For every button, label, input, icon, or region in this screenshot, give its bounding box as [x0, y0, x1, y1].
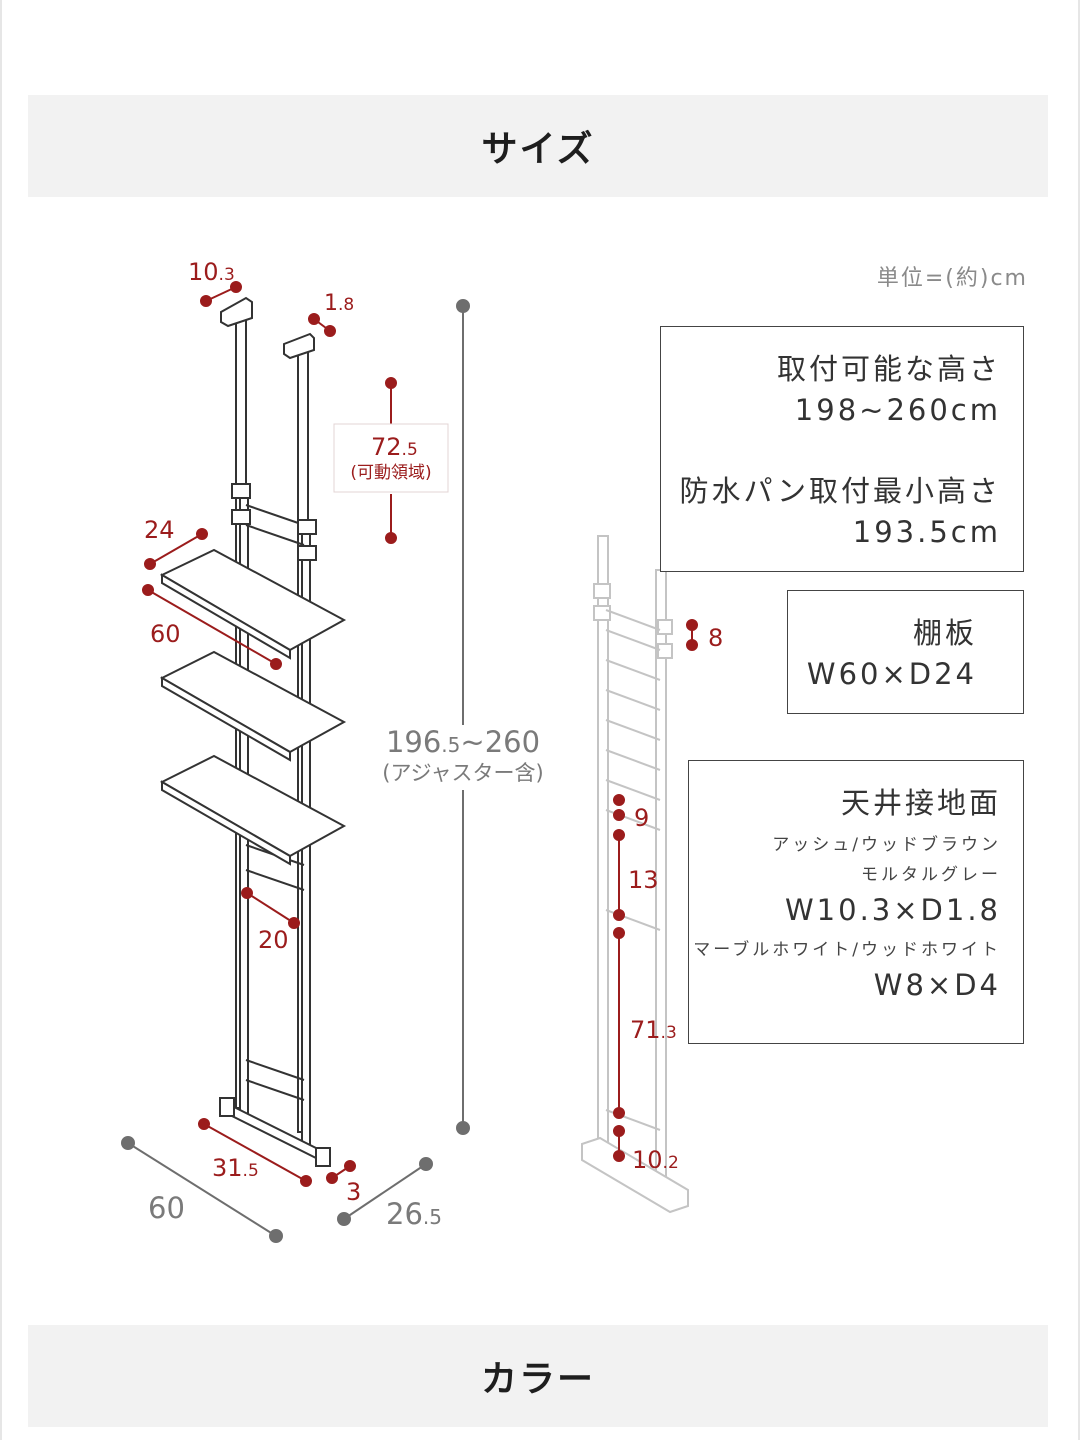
dim-base-depth-sub: .5 — [423, 1205, 442, 1229]
top-cap-left — [220, 296, 253, 328]
color-section-title: カラー — [480, 1359, 595, 1400]
ceiling-value-2: W8×D4 — [873, 968, 1001, 1002]
page-right-edge — [1078, 0, 1080, 1440]
dim-rung-4: 10 — [632, 1146, 663, 1174]
page-left-edge — [0, 0, 2, 1440]
ceiling-contact-label: 天井接地面 — [840, 786, 1001, 820]
dim-shelf-width: 60 — [150, 620, 181, 648]
unit-note: 単位=(約)cm — [876, 266, 1028, 291]
shelf-size-box: 棚板 W60×D24 — [787, 590, 1024, 714]
dim-rung-4-sub: .2 — [663, 1153, 679, 1173]
ceiling-variant-2: マーブルホワイト/ウッドホワイト — [693, 940, 1001, 960]
dim-rung-2: 13 — [628, 866, 659, 894]
dim-base-inner-sub: .5 — [243, 1161, 259, 1181]
ceiling-variant-1: アッシュ/ウッドブラウン — [772, 835, 1001, 855]
dim-total-height-sub: .5 — [441, 733, 460, 757]
rack-illustration-right — [581, 535, 689, 1214]
svg-text:72.5: 72.5 — [371, 433, 418, 461]
installable-height-box: 取付可能な高さ 198~260cm 防水パン取付最小高さ 193.5cm — [660, 326, 1024, 572]
dim-total-height: 196 — [386, 725, 441, 759]
svg-text:196.5~260: 196.5~260 — [386, 725, 540, 759]
dim-hook-gap: 8 — [708, 624, 723, 652]
ceiling-value-1: W10.3×D1.8 — [785, 893, 1001, 927]
installable-height-value: 198~260cm — [794, 393, 1001, 427]
dim-rung-3: 71 — [630, 1016, 661, 1044]
top-cap-right — [283, 332, 315, 360]
color-section-header: カラー — [28, 1325, 1048, 1427]
svg-text:31.5: 31.5 — [212, 1154, 259, 1182]
min-height-value: 193.5cm — [852, 515, 1001, 549]
dim-base-width: 60 — [148, 1191, 185, 1225]
dim-rung-3-sub: .3 — [661, 1023, 677, 1043]
dim-top-depth: 1 — [324, 291, 338, 316]
shelf-size-label: 棚板 — [912, 616, 977, 650]
dim-top-depth-sub: .8 — [338, 295, 354, 315]
dim-rail-gap: 20 — [258, 926, 289, 954]
size-section-header: サイズ — [28, 95, 1048, 197]
adjust-range-box — [333, 423, 449, 493]
dim-total-height-note: (アジャスター含) — [382, 761, 544, 785]
size-section-title: サイズ — [481, 129, 595, 170]
svg-text:10.2: 10.2 — [632, 1146, 679, 1174]
rack-illustration-left — [159, 296, 347, 1167]
dim-top-width: 10 — [188, 258, 219, 286]
installable-height-label: 取付可能な高さ — [776, 352, 1001, 386]
dim-adjust-sub: .5 — [402, 440, 418, 460]
dim-foot: 3 — [346, 1178, 361, 1206]
ceiling-contact-box: 天井接地面 アッシュ/ウッドブラウン モルタルグレー W10.3×D1.8 マー… — [688, 760, 1024, 1044]
dim-top-width-sub: .3 — [219, 265, 235, 285]
dim-total-height-rest: ~260 — [460, 725, 540, 759]
min-height-label: 防水パン取付最小高さ — [679, 474, 1001, 508]
dim-base-inner: 31 — [212, 1154, 243, 1182]
shelf-size-value: W60×D24 — [806, 657, 977, 691]
dim-adjust: 72 — [371, 433, 402, 461]
svg-text:71.3: 71.3 — [630, 1016, 677, 1044]
ceiling-variant-1b: モルタルグレー — [861, 865, 1001, 885]
svg-text:10.3: 10.3 — [188, 258, 235, 286]
dim-shelf-depth: 24 — [144, 516, 175, 544]
dim-base-depth: 26 — [386, 1197, 423, 1231]
dim-rung-1: 9 — [634, 804, 649, 832]
dim-adjust-note: (可動領域) — [350, 463, 431, 483]
svg-text:26.5: 26.5 — [386, 1197, 442, 1231]
svg-text:1.8: 1.8 — [324, 291, 354, 316]
